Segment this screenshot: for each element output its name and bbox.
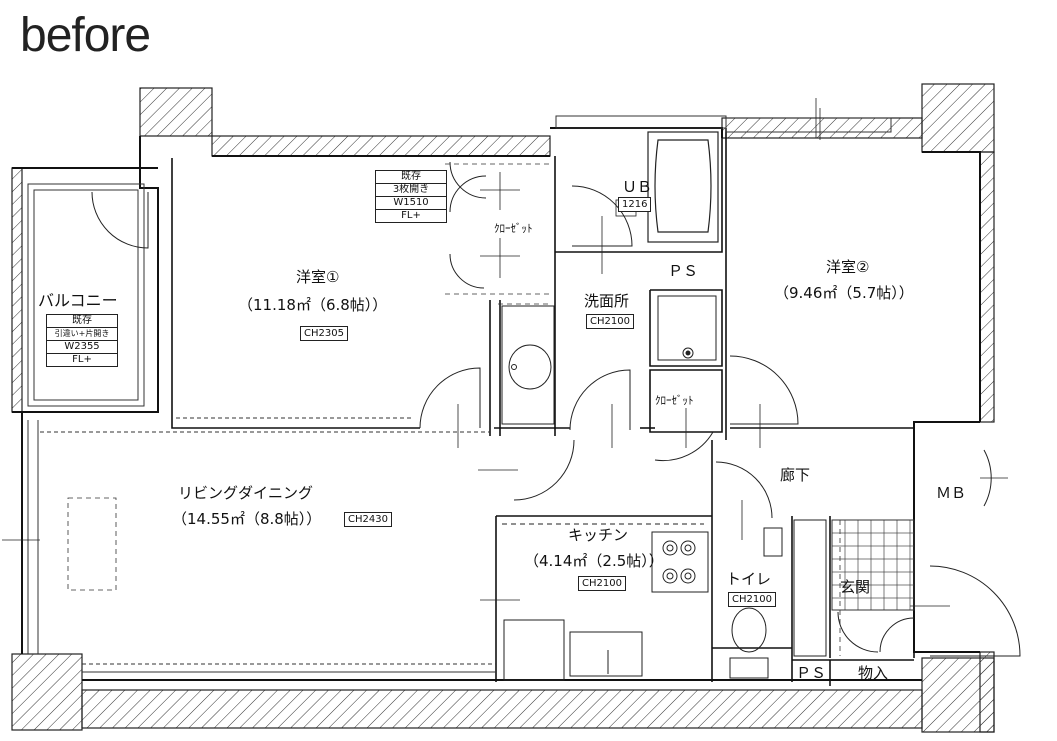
column-top-left [139, 87, 213, 137]
room-area-western2: （9.46㎡（5.7帖）） [774, 284, 914, 302]
room-name-toilet: トイレ [726, 570, 772, 588]
door-western2 [729, 355, 799, 425]
window-note-balcony: 既存 引違い+片開き W2355 FL+ [46, 314, 118, 367]
room-name-balcony: バルコニー [38, 291, 118, 310]
door-storage-b [879, 617, 915, 653]
page-title: before [20, 9, 151, 62]
room-name-washroom: 洗面所 [584, 292, 630, 310]
door-living [513, 439, 575, 501]
room-name-western1: 洋室① [296, 268, 340, 286]
window-note-line: 既存 [401, 171, 421, 182]
room-name-ps2: ＰＳ [796, 664, 827, 682]
door-western1 [419, 367, 481, 429]
furniture-lines [2, 98, 1008, 607]
window-note-line: FL+ [376, 209, 446, 222]
ceiling-height-kitchen: CH2100 [578, 576, 626, 591]
room-name-closet2: ｸﾛｰｾﾞｯﾄ [655, 394, 694, 407]
window-frames [40, 115, 892, 673]
column-top-strip-left [211, 135, 551, 157]
room-name-hallway: 廊下 [780, 466, 811, 484]
window-note-line: 3枚開き [376, 183, 446, 196]
column-bottom-left [11, 653, 83, 731]
room-name-bath: ＵＢ [622, 178, 653, 196]
ceiling-height-western1: CH2305 [300, 326, 348, 341]
column-right-mid [979, 151, 995, 423]
room-area-kitchen: （4.14㎡（2.5帖）） [524, 552, 664, 570]
inner-walls [171, 128, 915, 686]
room-name-western2: 洋室② [826, 258, 870, 276]
window-note-line: W2355 [47, 340, 117, 353]
column-bottom-right [921, 657, 995, 733]
ceiling-height-washroom: CH2100 [586, 314, 634, 329]
column-bottom-strip [81, 689, 923, 729]
door-storage [837, 611, 879, 653]
room-name-entrance: 玄関 [840, 578, 871, 596]
door-entrance [929, 565, 1021, 657]
room-name-living: リビングダイニング [178, 484, 314, 502]
window-note-line: 引違い+片開き [47, 327, 117, 340]
ceiling-height-toilet: CH2100 [728, 592, 776, 607]
window-note-western1: 既存 3枚開き W1510 FL+ [375, 170, 447, 223]
room-area-living: （14.55㎡（8.8帖）） [172, 510, 322, 528]
room-name-storage: 物入 [858, 664, 889, 682]
structural-columns [11, 83, 995, 733]
room-name-closet1: ｸﾛｰｾﾞｯﾄ [494, 222, 533, 235]
door-bath [571, 185, 633, 247]
column-top-right [921, 83, 995, 153]
kitchen-fixtures [502, 523, 709, 681]
bath-size: 1216 [618, 197, 652, 212]
column-left-strip [11, 167, 23, 413]
door-toilet [715, 461, 773, 519]
window-note-line: W1510 [376, 196, 446, 209]
closet-lines [67, 163, 841, 656]
balcony-railing [27, 183, 145, 654]
ceiling-height-living: CH2430 [344, 512, 392, 527]
toilet-fixture [729, 519, 827, 679]
door-washroom [569, 369, 631, 431]
room-name-ps1: ＰＳ [668, 262, 699, 280]
door-closet1-c [449, 253, 485, 289]
window-note-line: FL+ [47, 353, 117, 366]
door-closet1-b [449, 175, 487, 213]
door-swings [91, 161, 1021, 657]
room-name-mb: ＭＢ [936, 484, 967, 502]
window-note-line: 既存 [72, 315, 92, 326]
room-name-kitchen: キッチン [568, 526, 629, 544]
washing-machine [657, 295, 717, 361]
door-closet1-a [449, 161, 487, 199]
door-closet2-a [654, 431, 714, 462]
washbasin [501, 305, 555, 425]
entrance-tiles [831, 519, 915, 611]
column-top-strip-right [721, 117, 923, 139]
door-balcony [91, 191, 149, 249]
room-area-western1: （11.18㎡（6.8帖）） [238, 296, 388, 314]
